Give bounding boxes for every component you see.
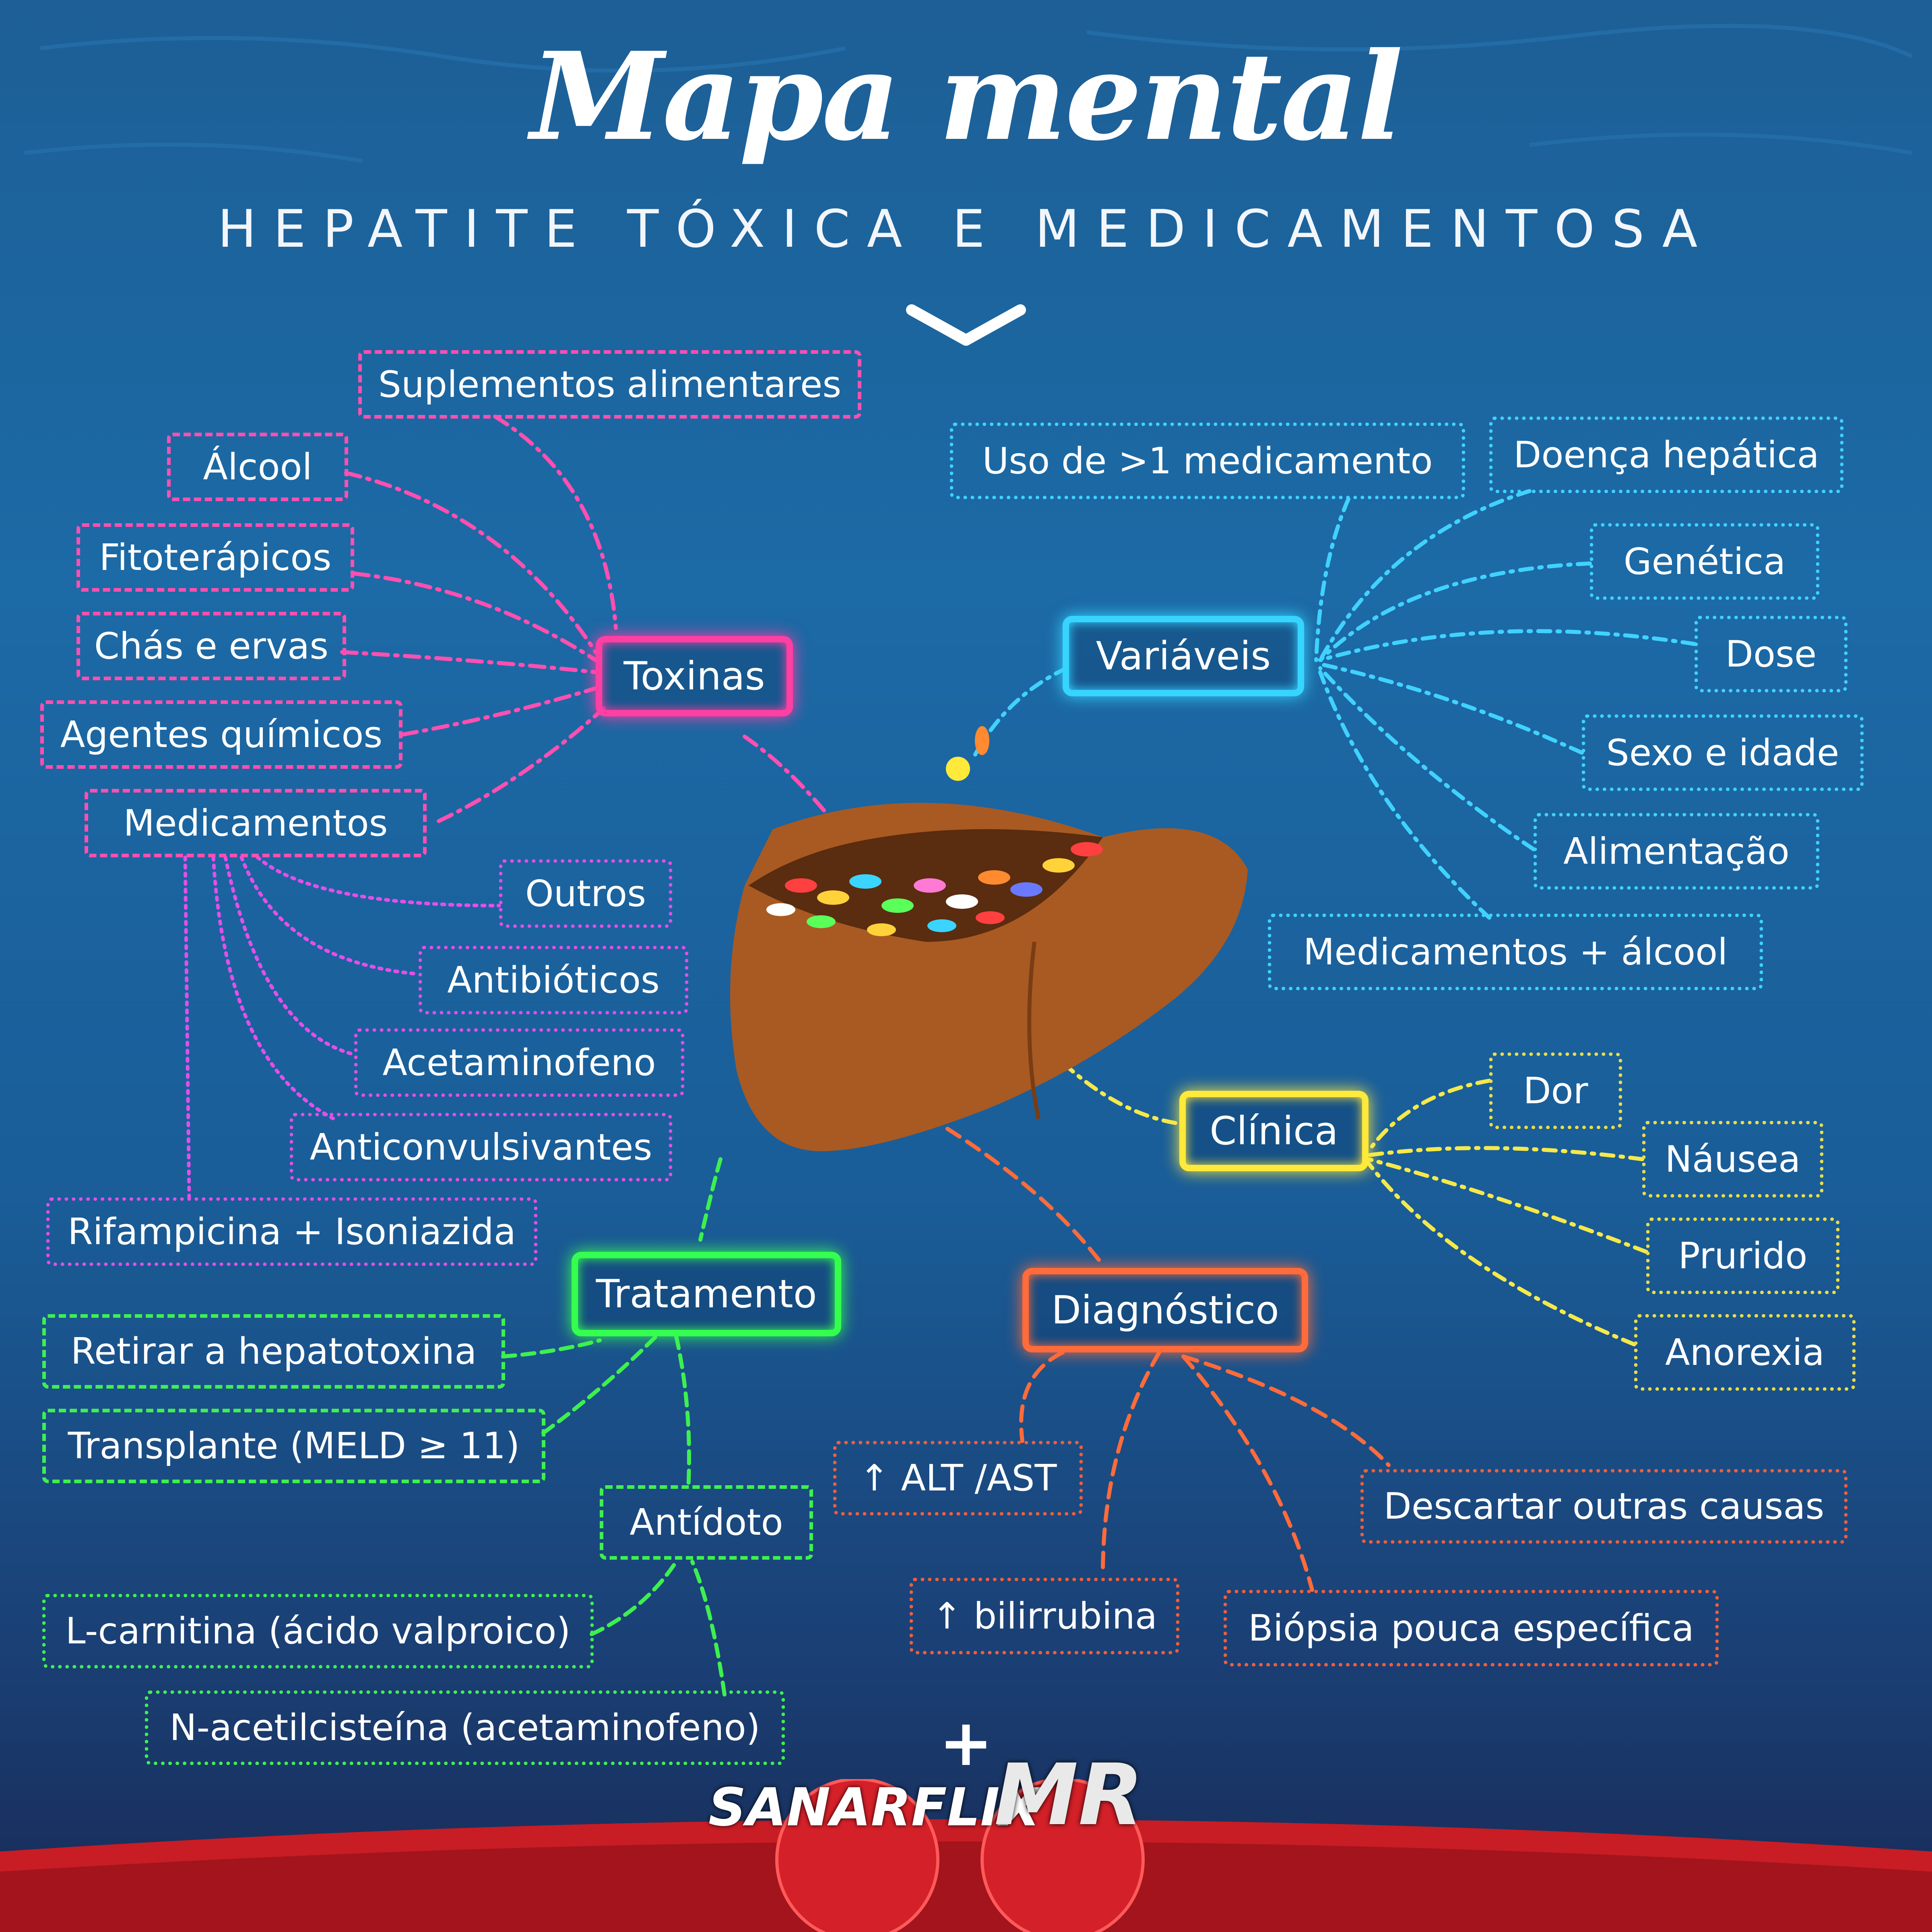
leaf-label: Doença hepática — [1513, 433, 1819, 476]
leaf-acetaminofeno: Acetaminofeno — [354, 1028, 684, 1097]
leaf-medicamentos: Medicamentos — [85, 789, 427, 857]
leaf-label: Acetaminofeno — [382, 1041, 656, 1084]
leaf-label: Medicamentos + álcool — [1303, 931, 1728, 973]
leaf-label: L-carnitina (ácido valproico) — [65, 1610, 571, 1652]
water-texture — [24, 24, 1913, 163]
leaf-label: Dose — [1725, 633, 1817, 675]
leaf-label: Suplementos alimentares — [378, 363, 842, 406]
leaf-alimentacao: Alimentação — [1534, 813, 1819, 890]
leaf-label: Prurido — [1678, 1234, 1808, 1277]
leaf-antibioticos: Antibióticos — [419, 946, 688, 1014]
leaf-label: Anticonvulsivantes — [310, 1126, 652, 1168]
leaf-antidoto: Antídoto — [600, 1485, 813, 1560]
leaf-anorexia: Anorexia — [1634, 1314, 1856, 1391]
leaf-label: Descartar outras causas — [1383, 1485, 1825, 1527]
leaf-label: Agentes químicos — [60, 713, 383, 756]
leaf-biopsia-pouca-especifica: Biópsia pouca específica — [1224, 1590, 1719, 1666]
sanarflix-logo: SANARFLIX — [708, 1777, 1040, 1838]
plus-icon: + — [939, 1705, 993, 1780]
node-variaveis-label: Variáveis — [1096, 634, 1271, 679]
node-diagnostico-label: Diagnóstico — [1051, 1288, 1279, 1333]
leaf-suplementos-alimentares: Suplementos alimentares — [358, 350, 861, 419]
leaf-label: Genética — [1623, 540, 1786, 583]
leaf-genetica: Genética — [1590, 523, 1819, 600]
node-toxinas-label: Toxinas — [623, 654, 765, 699]
leaf-dor: Dor — [1489, 1053, 1622, 1129]
leaf-prurido: Prurido — [1646, 1218, 1839, 1294]
leaf-label: Anorexia — [1665, 1331, 1825, 1374]
leaf-label: Outros — [525, 872, 646, 915]
leaf-label: Álcool — [203, 446, 312, 488]
leaf-label: ↑ bilirrubina — [932, 1595, 1157, 1637]
node-clinica-label: Clínica — [1210, 1108, 1338, 1154]
leaf-retirar-a-hepatotoxina: Retirar a hepatotoxina — [42, 1314, 505, 1389]
leaf-nausea: Náusea — [1642, 1121, 1823, 1197]
node-clinica: Clínica — [1179, 1091, 1368, 1171]
mr-logo: MR — [994, 1746, 1144, 1844]
leaf-label: Transplante (MELD ≥ 11) — [68, 1425, 520, 1467]
leaf-label: N-acetilcisteína (acetaminofeno) — [169, 1707, 760, 1749]
leaf-n-acetilcisteina: N-acetilcisteína (acetaminofeno) — [145, 1690, 785, 1765]
pills-icon — [766, 726, 1103, 936]
leaf-sexo-e-idade: Sexo e idade — [1582, 714, 1864, 791]
leaf-label: Biópsia pouca específica — [1248, 1607, 1694, 1649]
footer-banner — [0, 1779, 1932, 1932]
leaf-label: Náusea — [1665, 1138, 1801, 1181]
leaf-dose: Dose — [1695, 616, 1847, 692]
leaf-chas-e-ervas: Chás e ervas — [76, 612, 346, 680]
leaf-l-carnitina: L-carnitina (ácido valproico) — [42, 1594, 594, 1668]
leaf-bilirrubina: ↑ bilirrubina — [910, 1578, 1179, 1654]
leaf-label: ↑ ALT /AST — [859, 1457, 1057, 1499]
leaf-outros: Outros — [499, 859, 672, 928]
leaf-label: Retirar a hepatotoxina — [70, 1330, 477, 1373]
node-tratamento: Tratamento — [572, 1252, 841, 1336]
leaf-agentes-quimicos: Agentes químicos — [40, 700, 402, 769]
leaf-label: Medicamentos — [123, 802, 388, 844]
node-toxinas: Toxinas — [596, 636, 793, 716]
chevron-down-icon — [906, 304, 1026, 346]
leaf-label: Chás e ervas — [94, 625, 329, 667]
leaf-uso-de-mais-de-1-medicamento: Uso de >1 medicamento — [950, 423, 1465, 499]
leaf-transplante-meld: Transplante (MELD ≥ 11) — [42, 1409, 545, 1483]
leaf-label: Antídoto — [630, 1501, 783, 1544]
liver-with-pills-icon — [730, 726, 1248, 1151]
leaf-label: Uso de >1 medicamento — [982, 440, 1433, 482]
leaf-label: Antibióticos — [447, 959, 660, 1001]
leaf-doenca-hepatica: Doença hepática — [1489, 417, 1843, 493]
leaf-label: Dor — [1523, 1069, 1588, 1112]
leaf-alt-ast: ↑ ALT /AST — [833, 1441, 1083, 1515]
leaf-label: Sexo e idade — [1606, 731, 1839, 774]
node-diagnostico: Diagnóstico — [1022, 1268, 1308, 1352]
leaf-fitoterapicos: Fitoterápicos — [76, 523, 354, 592]
leaf-anticonvulsivantes: Anticonvulsivantes — [290, 1113, 672, 1181]
leaf-rifampicina-isoniazida: Rifampicina + Isoniazida — [46, 1197, 537, 1266]
leaf-label: Rifampicina + Isoniazida — [68, 1210, 516, 1253]
leaf-label: Alimentação — [1563, 830, 1790, 873]
page-subtitle: HEPATITE TÓXICA E MEDICAMENTOSA — [217, 199, 1715, 259]
leaf-descartar-outras-causas: Descartar outras causas — [1360, 1469, 1847, 1544]
node-variaveis: Variáveis — [1063, 616, 1304, 696]
leaf-medicamentos-alcool: Medicamentos + álcool — [1268, 914, 1763, 990]
node-tratamento-label: Tratamento — [596, 1271, 817, 1317]
leaf-alcool: Álcool — [167, 433, 348, 501]
leaf-label: Fitoterápicos — [99, 536, 332, 579]
page-title: Mapa mental — [530, 25, 1403, 167]
